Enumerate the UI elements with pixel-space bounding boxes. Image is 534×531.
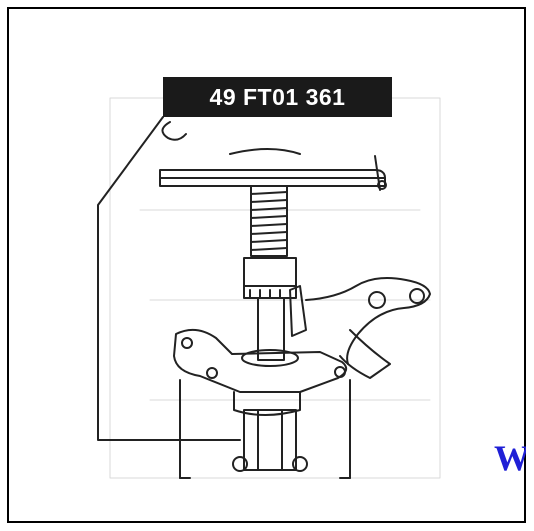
knuckle-arm xyxy=(305,277,431,365)
leader-line xyxy=(97,116,241,441)
threaded-spindle xyxy=(250,185,288,257)
strut-body xyxy=(257,297,285,361)
cut-off-heading-letter: W xyxy=(494,440,526,476)
tool-top-handle xyxy=(161,121,187,141)
part-number-label: 49 FT01 361 xyxy=(163,77,392,117)
lower-clamp xyxy=(243,409,297,471)
